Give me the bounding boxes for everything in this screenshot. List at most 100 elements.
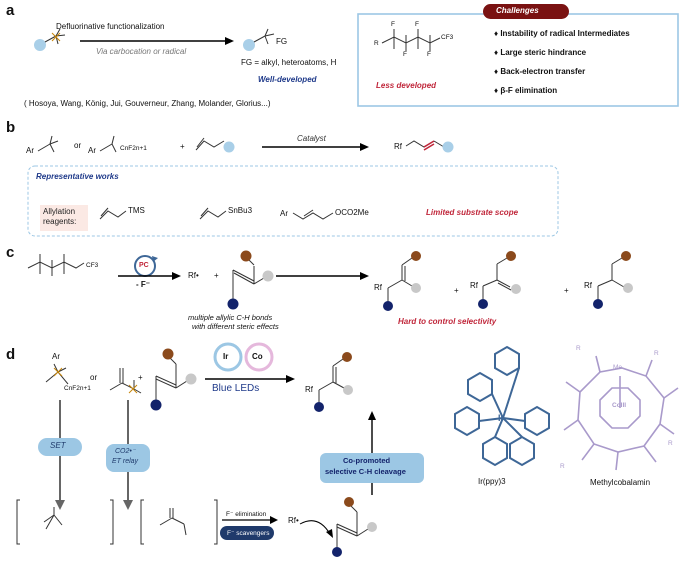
product-dot-b	[442, 141, 454, 153]
navy-dot-c	[227, 298, 239, 310]
brown-dot-c	[240, 250, 252, 262]
panel-label-c: c	[6, 244, 15, 261]
blue-leds-label: Blue LEDs	[212, 383, 260, 394]
chain-f-label: F	[415, 21, 419, 28]
set-pill	[38, 438, 82, 456]
irppy3-label: Ir(ppy)3	[478, 477, 506, 486]
r-label: R	[668, 440, 673, 447]
allyl-reagent-b	[195, 137, 225, 151]
product-c3	[597, 257, 625, 300]
multiple-ch-label: multiple allylic C-H bonds	[188, 313, 273, 322]
minus-f-label: - F⁻	[136, 280, 150, 289]
ir-center-label: Ir	[498, 413, 505, 423]
methylcobalamin-structure	[563, 355, 679, 471]
cf2fg-product	[243, 28, 275, 51]
trisubstituted-alkene-d2	[336, 503, 369, 548]
panel-label-d: d	[6, 346, 16, 363]
ketone-substrate-d	[109, 368, 142, 394]
ir-ppy3-structure	[454, 345, 550, 467]
representative-box	[27, 165, 559, 237]
arrow-label-via: Via carbocation or radical	[96, 47, 187, 56]
less-developed-label: Less developed	[376, 81, 437, 90]
ar-label: Ar	[26, 146, 34, 155]
f-elimination-label: F⁻ elimination	[226, 511, 267, 518]
rf-label: Rf	[305, 385, 313, 394]
chain-cf3-label: CF3	[441, 34, 454, 41]
cf3-substrate	[34, 28, 66, 51]
snbu3-label: SnBu3	[228, 206, 253, 215]
hard-selectivity-label: Hard to control selectivity	[398, 317, 497, 326]
cnf-label: CnF2n+1	[64, 385, 91, 392]
co-promoted-label: Co-promoted	[343, 456, 391, 465]
challenges-pill	[483, 4, 569, 19]
or-label: or	[90, 373, 98, 382]
co-label: Co	[252, 352, 263, 361]
steric-label: with different steric effects	[192, 322, 279, 331]
representative-works-label: Representative works	[36, 172, 119, 181]
cf3-label: CF3	[86, 262, 99, 269]
references-list: ( Hosoya, Wang, König, Jui, Gouverneur, …	[24, 99, 271, 108]
rf-radical-label: Rf•	[188, 271, 199, 280]
difluoro-radical-1	[16, 499, 114, 545]
plus-sign: +	[454, 286, 459, 295]
plus-sign: +	[180, 142, 185, 151]
ar-cf2-substrate-d	[45, 363, 69, 385]
me-label: Me	[613, 364, 623, 371]
radical-addition-arrow	[299, 520, 331, 535]
grey-dot-c	[262, 270, 274, 282]
f-scavengers-label: F⁻ scavengers	[227, 530, 270, 537]
chain-f-label: F	[403, 51, 407, 58]
co-cycle-icon	[244, 342, 274, 372]
arrow-label-defluorinative: Defluorinative functionalization	[56, 22, 165, 31]
limited-scope-label: Limited substrate scope	[426, 208, 519, 217]
ar-label: Ar	[280, 209, 288, 218]
challenge-item: ♦ Large steric hindrance	[494, 48, 587, 57]
pc-label: PC	[139, 262, 149, 269]
allyl-snbu3	[199, 207, 227, 220]
oco2me-label: OCO2Me	[335, 208, 369, 217]
product-c1	[387, 257, 413, 302]
ir-label: Ir	[223, 352, 229, 361]
fg-label: FG	[276, 37, 288, 46]
tms-label: TMS	[128, 206, 145, 215]
challenge-item: ♦ Instability of radical Intermediates	[494, 29, 630, 38]
ar-cf2-cnf-substrate	[99, 135, 117, 153]
co2-radical-label: CO2•⁻	[115, 448, 136, 455]
selective-ch-label: selective C-H cleavage	[325, 467, 406, 476]
co2-pill	[106, 444, 150, 472]
rf-label: Rf	[374, 283, 382, 292]
et-relay-label: ET relay	[112, 458, 139, 465]
co-center-label: CoIII	[612, 402, 627, 409]
challenge-item: ♦ Back-electron transfer	[494, 67, 586, 76]
set-label: SET	[50, 441, 66, 450]
panel-label-b: b	[6, 119, 16, 136]
challenge-item: ♦ β-F elimination	[494, 86, 558, 95]
cinnamyl-carbonate	[292, 209, 334, 220]
ar-label: Ar	[52, 352, 60, 361]
plus-sign: +	[138, 373, 143, 382]
challenges-title: Challenges	[496, 6, 539, 15]
panel-label-a: a	[6, 2, 15, 19]
trisubstituted-alkene-c	[232, 255, 265, 300]
allylation-reagents-label: Allylation reagents:	[43, 207, 77, 226]
chain-f-label: F	[427, 51, 431, 58]
r-label: R	[576, 345, 581, 352]
rf-label: Rf	[470, 281, 478, 290]
allylated-product-b	[405, 140, 445, 151]
product-c2	[482, 257, 512, 300]
cnf-label: CnF2n+1	[120, 145, 147, 152]
difluoro-radical-2	[140, 499, 218, 545]
perfluoroalkyl-chain	[381, 29, 441, 51]
well-developed-label: Well-developed	[258, 75, 317, 84]
co-promoted-box	[320, 453, 424, 483]
r-label: R	[654, 350, 659, 357]
chain-f-label: F	[391, 21, 395, 28]
rf-label: Rf	[584, 281, 592, 290]
ar-cf3-substrate	[37, 135, 59, 153]
rf-label: Rf	[394, 142, 402, 151]
f-scavenger-pill	[220, 526, 274, 540]
r-label: R	[560, 463, 565, 470]
allylation-reagents-tag	[40, 205, 88, 231]
fg-definition: FG = alkyl, heteroatoms, H	[241, 58, 337, 67]
product-d	[318, 358, 345, 403]
